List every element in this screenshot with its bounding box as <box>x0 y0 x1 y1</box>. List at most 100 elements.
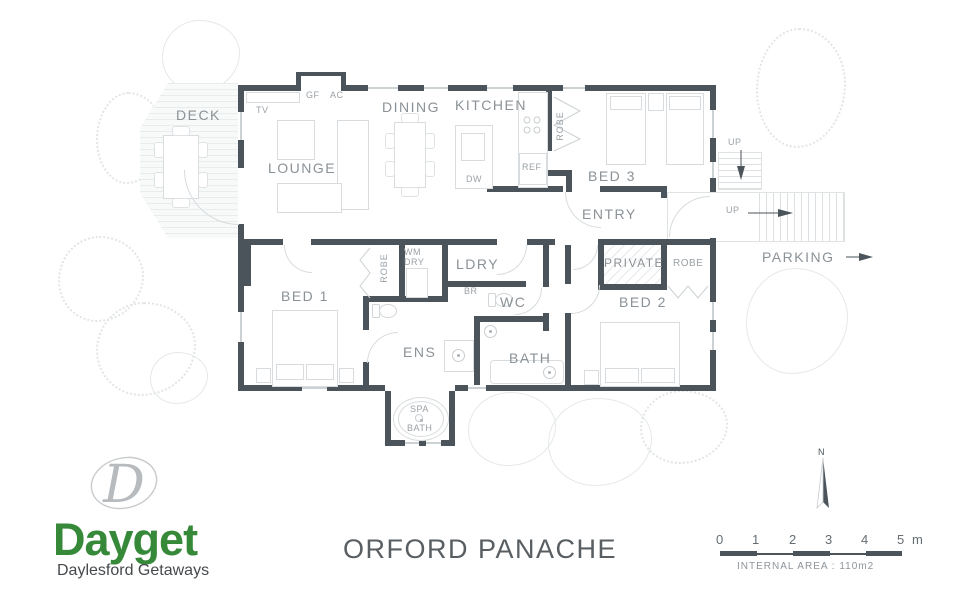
scale-tick: 1 <box>752 532 760 547</box>
spa-bath-tub-inner <box>398 401 444 437</box>
outdoor-chair <box>172 198 190 208</box>
window <box>426 440 441 446</box>
tree-icon <box>746 268 848 374</box>
wall-segment <box>598 284 667 290</box>
wall-segment <box>710 85 716 110</box>
wall-segment <box>448 85 487 91</box>
scale-tick: 5 <box>897 532 905 547</box>
dining-chair <box>401 113 419 123</box>
wall-segment <box>385 440 405 446</box>
dining-chair <box>385 161 395 177</box>
wall-segment <box>363 296 448 302</box>
svg-text:D: D <box>102 455 145 515</box>
wall-segment <box>661 186 667 198</box>
wall-segment <box>296 72 301 91</box>
dining-chair <box>385 133 395 149</box>
wall-segment <box>238 224 244 245</box>
label-gf: GF <box>306 90 320 100</box>
room-label-ens: ENS <box>403 344 437 360</box>
window <box>487 85 513 91</box>
outdoor-chair <box>198 142 208 158</box>
room-label-wc: WC <box>500 294 527 310</box>
room-label-bath: BATH <box>509 350 552 366</box>
scale-tick: 3 <box>825 532 833 547</box>
bed1-nightstand <box>256 368 271 383</box>
window <box>302 385 327 391</box>
label-up-stairs: UP <box>728 137 742 147</box>
wall-segment <box>363 362 369 385</box>
room-label-bed1: BED 1 <box>281 288 329 304</box>
window <box>710 332 716 350</box>
wall-segment <box>419 440 426 446</box>
room-label-kitchen: KITCHEN <box>455 97 527 113</box>
tree-icon <box>548 398 652 486</box>
wall-segment <box>346 85 368 91</box>
wall-segment <box>710 238 716 302</box>
logo-name: Dayget <box>53 514 198 565</box>
dining-chair <box>425 133 435 149</box>
wall-segment <box>527 239 555 245</box>
scale-bar-segment <box>866 551 902 556</box>
wall-segment <box>600 186 667 192</box>
wall-segment <box>710 350 716 391</box>
wall-segment <box>385 391 391 446</box>
wall-segment <box>710 320 716 332</box>
page-title: ORFORD PANACHE <box>342 534 618 564</box>
door-arc <box>284 245 312 273</box>
tree-icon <box>96 302 196 396</box>
window <box>710 302 716 320</box>
wall-segment <box>486 385 716 391</box>
robe-doors-icon <box>667 285 709 299</box>
door-arc <box>497 245 527 275</box>
label-tv: TV <box>256 105 269 115</box>
tree-icon <box>162 20 240 92</box>
bed1-pillow <box>306 364 334 380</box>
dining-chair <box>425 161 435 177</box>
wall-segment <box>449 391 455 446</box>
robe-doors-icon <box>552 96 582 152</box>
window <box>710 110 716 138</box>
wall-segment <box>327 385 385 391</box>
wall-segment <box>238 245 244 312</box>
wall-segment <box>399 239 497 245</box>
wall-segment <box>341 72 346 91</box>
scale-bar-segment <box>720 551 757 556</box>
bed2-nightstand <box>584 370 599 385</box>
wall-segment <box>398 85 424 91</box>
robe-doors-icon <box>359 247 371 299</box>
wall-segment <box>585 85 716 91</box>
internal-area-note: INTERNAL AREA : 110m2 <box>737 561 875 572</box>
wall-segment <box>363 296 369 330</box>
room-label-parking: PARKING <box>762 249 835 265</box>
room-label-bed2: BED 2 <box>619 294 667 310</box>
bed3-nightstand <box>648 93 664 111</box>
wall-segment <box>238 385 302 391</box>
window <box>238 112 244 140</box>
up-arrow-down-icon <box>737 150 745 180</box>
toilet-icon <box>488 293 513 307</box>
room-label-lounge: LOUNGE <box>268 160 337 176</box>
label-dw: DW <box>466 174 482 184</box>
label-robe-bed1: ROBE <box>378 253 389 283</box>
north-label: N <box>818 447 825 457</box>
door-arc <box>571 285 600 314</box>
wall-segment <box>238 342 244 391</box>
wall-segment <box>442 245 448 296</box>
window <box>468 385 486 391</box>
label-wm: WM <box>404 247 421 257</box>
shower-drain-icon <box>484 325 497 338</box>
sofa <box>277 183 342 213</box>
window <box>710 162 716 178</box>
wall-segment <box>598 245 604 290</box>
dining-chair <box>401 187 419 197</box>
window <box>563 85 585 91</box>
north-arrow-icon <box>816 457 829 510</box>
tree-icon <box>640 390 728 464</box>
label-robe-bed3: ROBE <box>554 111 565 141</box>
scale-bar-segment <box>793 551 830 556</box>
wall-segment <box>566 176 572 192</box>
wall-segment <box>480 316 543 322</box>
door-arc <box>367 332 398 363</box>
washer-dryer <box>406 268 428 298</box>
